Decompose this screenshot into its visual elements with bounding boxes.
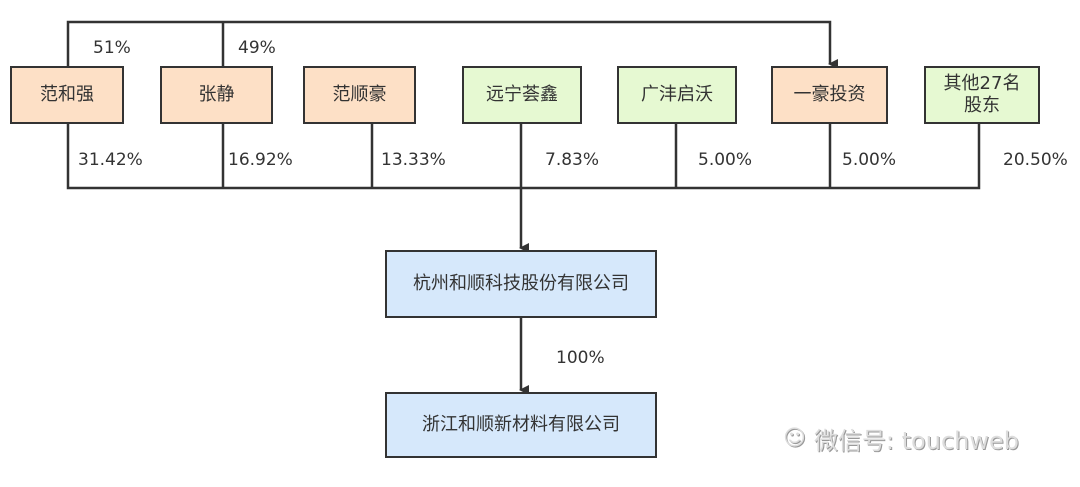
stake-pct: 31.42%: [78, 150, 143, 170]
company-box: 杭州和顺科技股份有限公司: [385, 250, 657, 318]
wechat-icon: ☺: [783, 426, 806, 451]
stake-pct: 7.83%: [545, 150, 600, 170]
shareholder-box: 张静: [160, 66, 273, 124]
stake-pct: 5.00%: [698, 150, 753, 170]
shareholder-box: 一豪投资: [771, 66, 888, 124]
watermark: ☺ 微信号: touchweb: [783, 421, 1019, 456]
pct-zhang-jing-yihao: 49%: [238, 38, 276, 58]
stake-pct: 5.00%: [842, 150, 897, 170]
shareholder-box: 范和强: [10, 66, 124, 124]
shareholder-box: 广沣启沃: [617, 66, 737, 124]
watermark-text: 微信号: touchweb: [813, 427, 1019, 455]
shareholder-box: 范顺豪: [303, 66, 416, 124]
stake-pct: 16.92%: [228, 150, 293, 170]
shareholder-box: 远宁荟鑫: [462, 66, 582, 124]
yihao-ownership-line: [66, 20, 838, 69]
subsidiary-pct: 100%: [556, 348, 605, 368]
pct-fan-heqiang-yihao: 51%: [93, 38, 131, 58]
stake-pct: 13.33%: [381, 150, 446, 170]
stake-pct: 20.50%: [1003, 150, 1068, 170]
shareholder-box: 其他27名 股东: [924, 66, 1040, 124]
subsidiary-box: 浙江和顺新材料有限公司: [385, 392, 657, 458]
